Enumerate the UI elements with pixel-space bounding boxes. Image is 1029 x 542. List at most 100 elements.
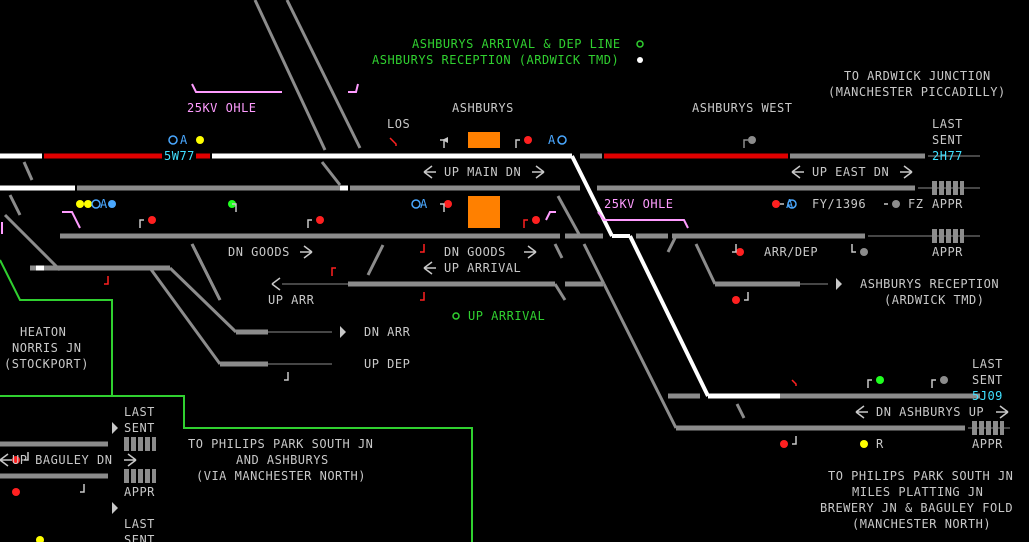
boundary-lines xyxy=(0,259,473,542)
ohle-label-left: 25KV OHLE xyxy=(187,101,257,115)
last-sent-3b: SENT xyxy=(124,421,155,435)
philips-label-1: TO PHILIPS PARK SOUTH JN xyxy=(188,437,373,451)
berth-2h77: 2H77 xyxy=(932,149,963,163)
heaton-label-2: NORRIS JN xyxy=(12,341,82,355)
signal-yellow-5 xyxy=(36,536,44,542)
arr-dep-label: ARR/DEP xyxy=(764,245,818,259)
up-baguley-dn-label: UP BAGULEY DN xyxy=(12,453,112,467)
berth-5j09: 5J09 xyxy=(972,389,1003,403)
reception-line-label: ASHBURYS RECEPTION (ARDWICK TMD) xyxy=(372,53,619,67)
up-main-dn-label: UP MAIN DN xyxy=(444,165,521,179)
signal-blue-4 xyxy=(108,200,116,208)
signal-a-label-4: A xyxy=(420,197,428,211)
signal-red-10 xyxy=(780,440,788,448)
signals[interactable] xyxy=(12,40,948,542)
philips-right-label-2: MILES PLATTING JN xyxy=(852,485,983,499)
upper-diagonals xyxy=(3,0,362,272)
signal-grey-3 xyxy=(860,248,868,256)
signal-grey-1 xyxy=(748,136,756,144)
signal-red-8 xyxy=(736,248,744,256)
dn-goods-label-1: DN GOODS xyxy=(228,245,290,259)
route-indicator-green-1 xyxy=(636,40,644,48)
signal-red-9 xyxy=(732,296,740,304)
fz-label: FZ xyxy=(908,197,923,211)
signal-blue-5 xyxy=(411,199,421,209)
route-indicator-green-2 xyxy=(452,312,460,320)
signal-a-label-2: A xyxy=(548,133,556,147)
dn-ashburys-up-label: DN ASHBURYS UP xyxy=(876,405,984,419)
berth-descriptions[interactable]: 5W77 2H77 5J09 xyxy=(164,149,1003,403)
direction-arrows xyxy=(0,137,1009,514)
ashburys-label: ASHBURYS xyxy=(452,101,514,115)
last-sent-2a: LAST xyxy=(972,357,1003,371)
signal-red-5 xyxy=(444,200,452,208)
signal-green-2 xyxy=(876,376,884,384)
ohle-label-mid: 25KV OHLE xyxy=(604,197,674,211)
up-arrival-label-1: UP ARRIVAL xyxy=(444,261,521,275)
berth-orange-mid[interactable] xyxy=(468,196,500,228)
signal-red-6 xyxy=(532,216,540,224)
ashburys-west-label: ASHBURYS WEST xyxy=(692,101,792,115)
signal-a-label-3: A xyxy=(100,197,108,211)
appr-label-2: APPR xyxy=(932,245,963,259)
ohle-markers xyxy=(1,83,689,234)
to-ardwick-label-2: (MANCHESTER PICCADILLY) xyxy=(828,85,1006,99)
signal-blue-1 xyxy=(168,135,178,145)
signal-yellow-4 xyxy=(860,440,868,448)
los-label: LOS xyxy=(387,117,410,131)
signal-stems xyxy=(24,137,936,493)
up-arrival-label-2: UP ARRIVAL xyxy=(468,309,545,323)
last-sent-2b: SENT xyxy=(972,373,1003,387)
up-dep-diagonal xyxy=(190,243,222,301)
fy1396-label: FY/1396 xyxy=(812,197,866,211)
last-sent-3a: LAST xyxy=(124,405,155,419)
heaton-label-3: (STOCKPORT) xyxy=(4,357,89,371)
last-sent-1a: LAST xyxy=(932,117,963,131)
signal-yellow-3 xyxy=(84,200,92,208)
route-indicator-white xyxy=(637,57,643,63)
up-dep-route xyxy=(148,267,222,365)
up-arr-label: UP ARR xyxy=(268,293,315,307)
signal-blue-6 xyxy=(787,199,797,209)
signal-a-label-1: A xyxy=(180,133,188,147)
appr-label-1: APPR xyxy=(932,197,963,211)
signal-grey-4 xyxy=(940,376,948,384)
philips-label-2: AND ASHBURYS xyxy=(236,453,329,467)
signal-red-4 xyxy=(316,216,324,224)
last-sent-4a: LAST xyxy=(124,517,155,531)
signal-yellow-1 xyxy=(196,136,204,144)
up-east-dn-label: UP EAST DN xyxy=(812,165,889,179)
signal-blue-3 xyxy=(91,199,101,209)
signal-red-3 xyxy=(148,216,156,224)
philips-label-3: (VIA MANCHESTER NORTH) xyxy=(196,469,366,483)
philips-right-label-1: TO PHILIPS PARK SOUTH JN xyxy=(828,469,1013,483)
reception-label-1: ASHBURYS RECEPTION xyxy=(860,277,999,291)
signal-r-label: R xyxy=(876,437,884,451)
signal-grey-2 xyxy=(892,200,900,208)
header-text: ASHBURYS ARRIVAL & DEP LINE ASHBURYS REC… xyxy=(372,37,620,67)
berth-5w77: 5W77 xyxy=(164,149,195,163)
signal-a-label-5: A xyxy=(786,197,794,211)
panel-labels: 25KV OHLE 25KV OHLE LOS ASHBURYS ASHBURY… xyxy=(4,69,1013,542)
approach-blocks xyxy=(124,181,1004,483)
last-sent-4b: SENT xyxy=(124,533,155,542)
heaton-label-1: HEATON xyxy=(20,325,66,339)
signal-red-7 xyxy=(772,200,780,208)
signal-blue-2 xyxy=(557,135,567,145)
signal-red-11 xyxy=(12,456,20,464)
to-ardwick-label-1: TO ARDWICK JUNCTION xyxy=(844,69,991,83)
goods-lines[interactable] xyxy=(0,195,1010,479)
dn-goods-label-2: DN GOODS xyxy=(444,245,506,259)
signal-yellow-2 xyxy=(76,200,84,208)
up-dep-label: UP DEP xyxy=(364,357,410,371)
philips-right-label-3: BREWERY JN & BAGULEY FOLD xyxy=(820,501,1013,515)
appr-label-4: APPR xyxy=(124,485,155,499)
dn-arr-label: DN ARR xyxy=(364,325,411,339)
berth-orange-top[interactable] xyxy=(468,132,500,148)
signal-red-12 xyxy=(12,488,20,496)
appr-label-3: APPR xyxy=(972,437,1003,451)
last-sent-1b: SENT xyxy=(932,133,963,147)
philips-right-label-4: (MANCHESTER NORTH) xyxy=(852,517,991,531)
up-main-line[interactable] xyxy=(0,153,980,399)
